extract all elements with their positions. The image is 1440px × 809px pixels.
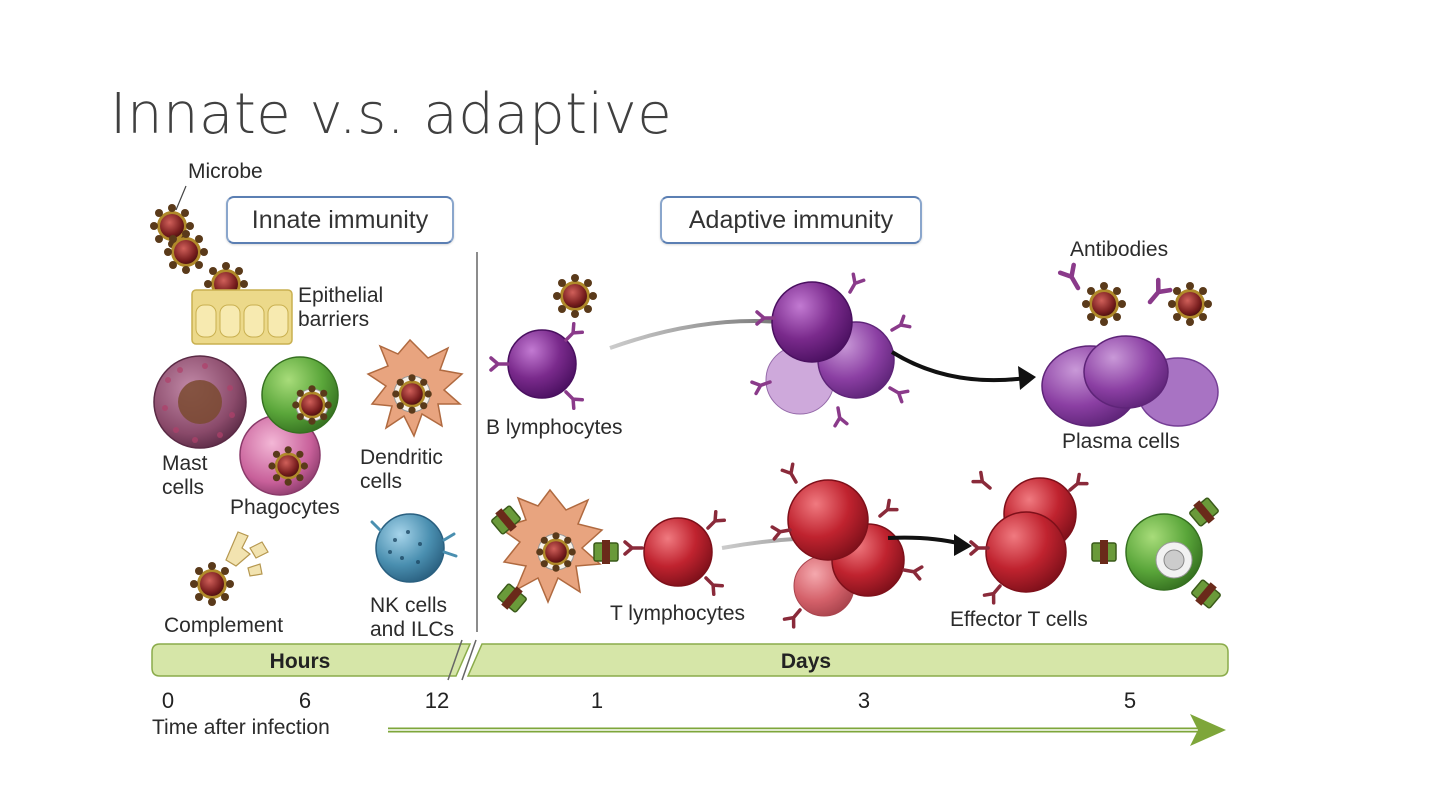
time-axis-arrow	[388, 714, 1226, 746]
activated-t-cell-cluster-icon	[770, 462, 924, 629]
antigen-presenting-dendritic-cell-icon	[488, 488, 619, 616]
time-ticks: 0 6 12 1 3 5	[162, 688, 1136, 713]
innate-immunity-header: Innate immunity	[226, 196, 454, 244]
effector-t-cells-label: Effector T cells	[950, 608, 1088, 631]
complement-icon	[190, 531, 269, 606]
mast-cell-icon	[153, 355, 247, 449]
b-lymphocyte-icon	[489, 274, 597, 411]
plasma-cells-label: Plasma cells	[1062, 430, 1180, 453]
b-activation-arrow	[609, 319, 781, 350]
tick-label: 3	[858, 688, 870, 713]
days-band	[466, 643, 1229, 677]
epithelial-barriers-label: Epithelial barriers	[298, 284, 384, 331]
days-label: Days	[781, 650, 831, 673]
mast-cells-label: Mast cells	[162, 452, 208, 499]
timeline-band: Hours Days	[151, 639, 1229, 681]
nk-cell-icon	[370, 513, 458, 583]
tick-label: 12	[425, 688, 449, 713]
activated-b-cell-cluster-icon	[750, 272, 912, 428]
t-lymphocytes-label: T lymphocytes	[610, 602, 745, 625]
complement-label: Complement	[164, 614, 284, 637]
t-lymphocyte-icon	[623, 509, 727, 597]
tick-label: 1	[591, 688, 603, 713]
infected-target-cell-icon	[1125, 494, 1224, 612]
hours-band	[151, 643, 472, 677]
b-to-plasma-arrowhead	[1018, 366, 1036, 390]
b-to-plasma-arrow	[890, 350, 1027, 383]
phagocyte-icon	[239, 356, 339, 496]
tick-label: 0	[162, 688, 174, 713]
t-to-effector-arrowhead	[954, 534, 972, 556]
antibody-icon	[1060, 265, 1212, 326]
effector-t-cell-icon	[969, 470, 1117, 605]
nk-cells-label: NK cells and ILCs	[370, 594, 455, 641]
antibodies-label: Antibodies	[1070, 238, 1169, 261]
tick-label: 5	[1124, 688, 1136, 713]
slide-title: Innate v.s. adaptive	[110, 82, 673, 147]
microbe-pointer	[175, 185, 187, 211]
tick-label: 6	[299, 688, 311, 713]
hours-label: Hours	[270, 650, 331, 673]
adaptive-immunity-header: Adaptive immunity	[660, 196, 922, 244]
microbe-label: Microbe	[188, 160, 263, 183]
phagocytes-label: Phagocytes	[230, 496, 340, 519]
dendritic-cell-icon	[366, 338, 464, 438]
time-after-infection-label: Time after infection	[152, 716, 330, 739]
plasma-cell-icon	[1041, 335, 1219, 427]
epithelial-barrier-icon	[191, 289, 293, 345]
b-lymphocytes-label: B lymphocytes	[486, 416, 623, 439]
dendritic-cells-label: Dendritic cells	[360, 446, 443, 493]
